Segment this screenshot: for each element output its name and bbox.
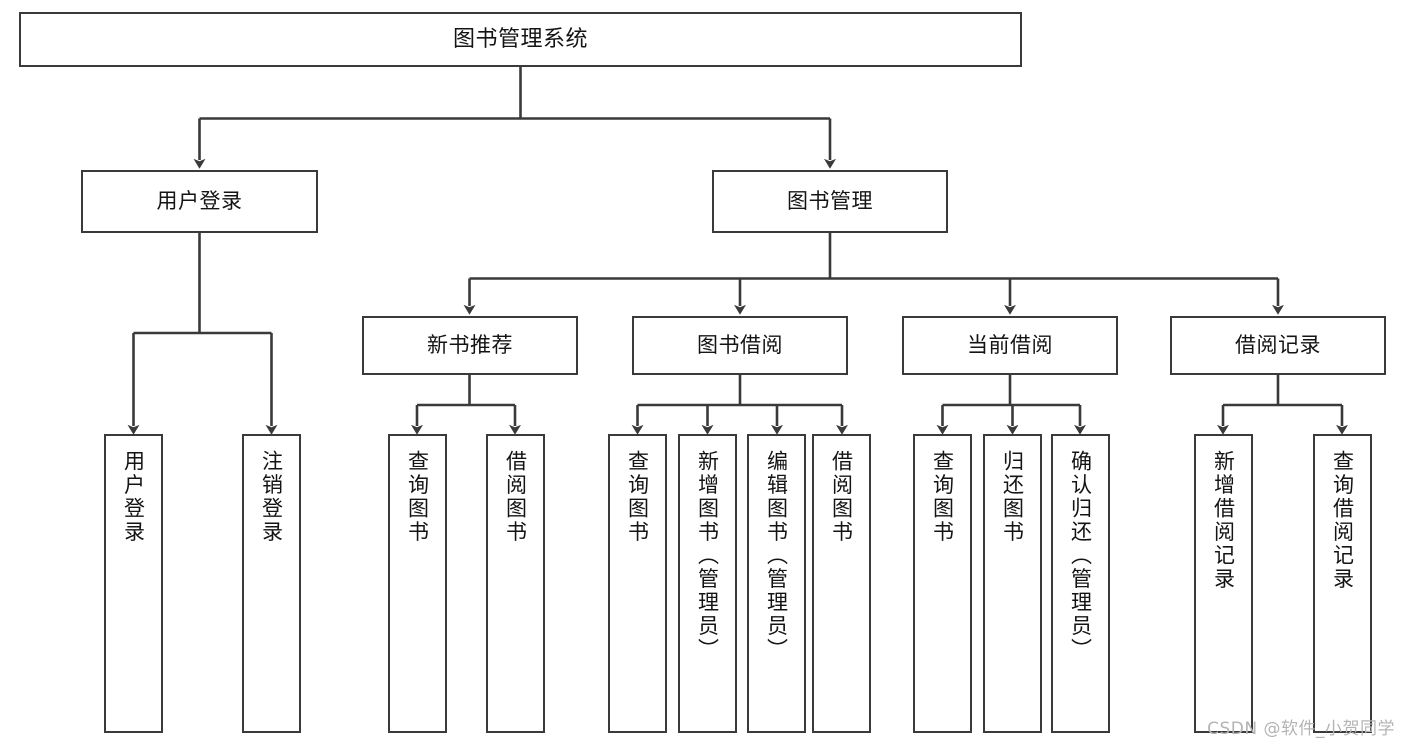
- leaf-add-book-admin[interactable]: 新增图书（管理员）: [678, 434, 737, 733]
- leaf-query-book-recommend[interactable]: 查询图书: [388, 434, 447, 733]
- node-label: 当前借阅: [967, 333, 1053, 358]
- leaf-confirm-return-admin[interactable]: 确认归还（管理员）: [1051, 434, 1110, 733]
- node-new-book-recommend[interactable]: 新书推荐: [362, 316, 578, 375]
- node-label: 查询借阅记录: [1330, 450, 1355, 591]
- node-label: 查询图书: [930, 450, 955, 544]
- leaf-edit-book-admin[interactable]: 编辑图书（管理员）: [747, 434, 806, 733]
- node-label: 用户登录: [156, 189, 243, 214]
- leaf-logout[interactable]: 注销登录: [242, 434, 301, 733]
- node-label: 图书借阅: [697, 333, 783, 358]
- node-label: 新书推荐: [427, 333, 513, 358]
- leaf-borrow-book-borrow[interactable]: 借阅图书: [812, 434, 871, 733]
- node-book-borrow[interactable]: 图书借阅: [632, 316, 848, 375]
- node-label: 新增借阅记录: [1211, 450, 1236, 591]
- leaf-query-book-current[interactable]: 查询图书: [913, 434, 972, 733]
- node-label: 借阅图书: [829, 450, 854, 544]
- node-current-borrow[interactable]: 当前借阅: [902, 316, 1118, 375]
- node-label: 借阅记录: [1235, 333, 1321, 358]
- node-label: 注销登录: [259, 450, 284, 544]
- node-user-login[interactable]: 用户登录: [81, 170, 318, 233]
- leaf-query-book-borrow[interactable]: 查询图书: [608, 434, 667, 733]
- watermark: CSDN @软件_小贺同学: [1207, 719, 1395, 739]
- leaf-add-borrow-record[interactable]: 新增借阅记录: [1194, 434, 1253, 733]
- node-label: 借阅图书: [503, 450, 528, 544]
- node-label: 查询图书: [625, 450, 650, 544]
- node-borrow-record[interactable]: 借阅记录: [1170, 316, 1386, 375]
- leaf-query-borrow-record[interactable]: 查询借阅记录: [1313, 434, 1372, 733]
- leaf-borrow-book-recommend[interactable]: 借阅图书: [486, 434, 545, 733]
- node-label: 编辑图书（管理员）: [764, 450, 789, 662]
- leaf-user-login[interactable]: 用户登录: [104, 434, 163, 733]
- node-book-manage[interactable]: 图书管理: [712, 170, 948, 233]
- node-label: 图书管理系统: [452, 26, 588, 52]
- node-label: 查询图书: [405, 450, 430, 544]
- node-label: 图书管理: [787, 189, 873, 214]
- node-root-book-management-system[interactable]: 图书管理系统: [19, 12, 1022, 67]
- leaf-return-book[interactable]: 归还图书: [983, 434, 1042, 733]
- node-label: 归还图书: [1000, 450, 1025, 544]
- node-label: 用户登录: [121, 450, 146, 544]
- node-label: 确认归还（管理员）: [1068, 450, 1093, 662]
- node-label: 新增图书（管理员）: [695, 450, 720, 662]
